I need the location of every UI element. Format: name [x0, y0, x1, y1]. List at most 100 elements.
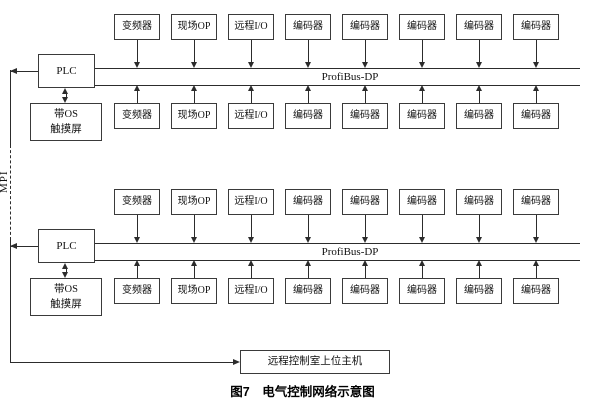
device-box: 变频器 [114, 103, 160, 129]
device-bus-line [251, 266, 252, 278]
device-box: 现场OP [171, 14, 217, 40]
plc-touchscreen-line [66, 268, 67, 273]
device-box: 现场OP [171, 189, 217, 215]
arrowhead-down-icon [419, 237, 425, 243]
device-box: 编码器 [399, 103, 445, 129]
device-box: 编码器 [513, 278, 559, 304]
arrowhead-up-icon [362, 85, 368, 91]
device-box: 编码器 [399, 278, 445, 304]
plc-mpi-line [10, 246, 38, 247]
arrowhead-down-icon [305, 237, 311, 243]
arrowhead-up-icon [419, 85, 425, 91]
device-bus-line [365, 266, 366, 278]
arrowhead-down-icon [191, 62, 197, 68]
plc-mpi-line [10, 71, 38, 72]
device-bus-line [422, 40, 423, 62]
device-box: 编码器 [513, 189, 559, 215]
arrowhead-down-icon [248, 62, 254, 68]
arrowhead-up-icon [533, 260, 539, 266]
arrowhead-down-icon [362, 62, 368, 68]
device-box: 编码器 [456, 103, 502, 129]
device-bus-line [365, 91, 366, 103]
device-bus-line [194, 215, 195, 237]
device-box: 编码器 [342, 14, 388, 40]
mpi-line-dashed-segment [10, 145, 11, 240]
arrowhead-up-icon [476, 260, 482, 266]
touchscreen-label-line: 带OS [54, 284, 78, 295]
profibus-line-bottom [95, 260, 580, 261]
device-bus-line [479, 215, 480, 237]
device-bus-line [422, 91, 423, 103]
arrowhead-up-icon [248, 85, 254, 91]
device-bus-line [479, 266, 480, 278]
device-bus-line [422, 266, 423, 278]
remote-host-box: 远程控制室上位主机 [240, 350, 390, 374]
arrowhead-up-icon [191, 260, 197, 266]
arrowhead-up-icon [62, 88, 68, 94]
device-box: 远程I/O [228, 278, 274, 304]
device-bus-line [536, 91, 537, 103]
arrowhead-up-icon [476, 85, 482, 91]
touchscreen-label-line: 触摸屏 [50, 124, 82, 135]
arrowhead-down-icon [305, 62, 311, 68]
arrowhead-down-icon [419, 62, 425, 68]
device-box: 编码器 [399, 14, 445, 40]
arrowhead-up-icon [62, 263, 68, 269]
plc-box: PLC [38, 229, 95, 263]
device-bus-line [137, 266, 138, 278]
arrowhead-left-icon [10, 243, 17, 249]
arrowhead-down-icon [248, 237, 254, 243]
mpi-line-top-segment [10, 70, 11, 145]
device-bus-line [308, 266, 309, 278]
device-box: 编码器 [342, 189, 388, 215]
device-bus-line [251, 215, 252, 237]
arrowhead-down-icon [476, 62, 482, 68]
device-bus-line [137, 215, 138, 237]
touchscreen-label-line: 触摸屏 [50, 299, 82, 310]
device-box: 远程I/O [228, 14, 274, 40]
device-bus-line [536, 215, 537, 237]
arrowhead-up-icon [305, 260, 311, 266]
device-box: 编码器 [399, 189, 445, 215]
device-bus-line [365, 40, 366, 62]
device-box: 编码器 [513, 103, 559, 129]
profibus-label: ProfiBus-DP [295, 70, 405, 84]
device-bus-line [308, 91, 309, 103]
figure-caption: 图7 电气控制网络示意图 [230, 385, 375, 399]
device-box: 编码器 [456, 189, 502, 215]
device-bus-line [536, 40, 537, 62]
device-bus-line [251, 91, 252, 103]
device-box: 现场OP [171, 278, 217, 304]
plc-touchscreen-line [66, 93, 67, 98]
arrowhead-up-icon [419, 260, 425, 266]
device-box: 编码器 [285, 103, 331, 129]
device-bus-line [194, 91, 195, 103]
device-box: 变频器 [114, 278, 160, 304]
arrowhead-up-icon [362, 260, 368, 266]
touchscreen-box: 带OS 触摸屏 [30, 278, 102, 316]
arrowhead-up-icon [134, 260, 140, 266]
arrowhead-up-icon [191, 85, 197, 91]
arrowhead-down-icon [62, 272, 68, 278]
device-box: 编码器 [285, 189, 331, 215]
arrowhead-down-icon [191, 237, 197, 243]
device-bus-line [308, 40, 309, 62]
arrowhead-down-icon [476, 237, 482, 243]
device-bus-line [422, 215, 423, 237]
device-bus-line [194, 40, 195, 62]
device-box: 变频器 [114, 14, 160, 40]
profibus-label: ProfiBus-DP [295, 245, 405, 259]
arrowhead-left-icon [10, 68, 17, 74]
arrowhead-down-icon [62, 97, 68, 103]
device-box: 变频器 [114, 189, 160, 215]
device-bus-line [365, 215, 366, 237]
device-bus-line [194, 266, 195, 278]
profibus-line-top [95, 68, 580, 69]
arrowhead-right-icon [233, 359, 240, 365]
device-bus-line [137, 91, 138, 103]
host-connector-line [10, 362, 236, 363]
